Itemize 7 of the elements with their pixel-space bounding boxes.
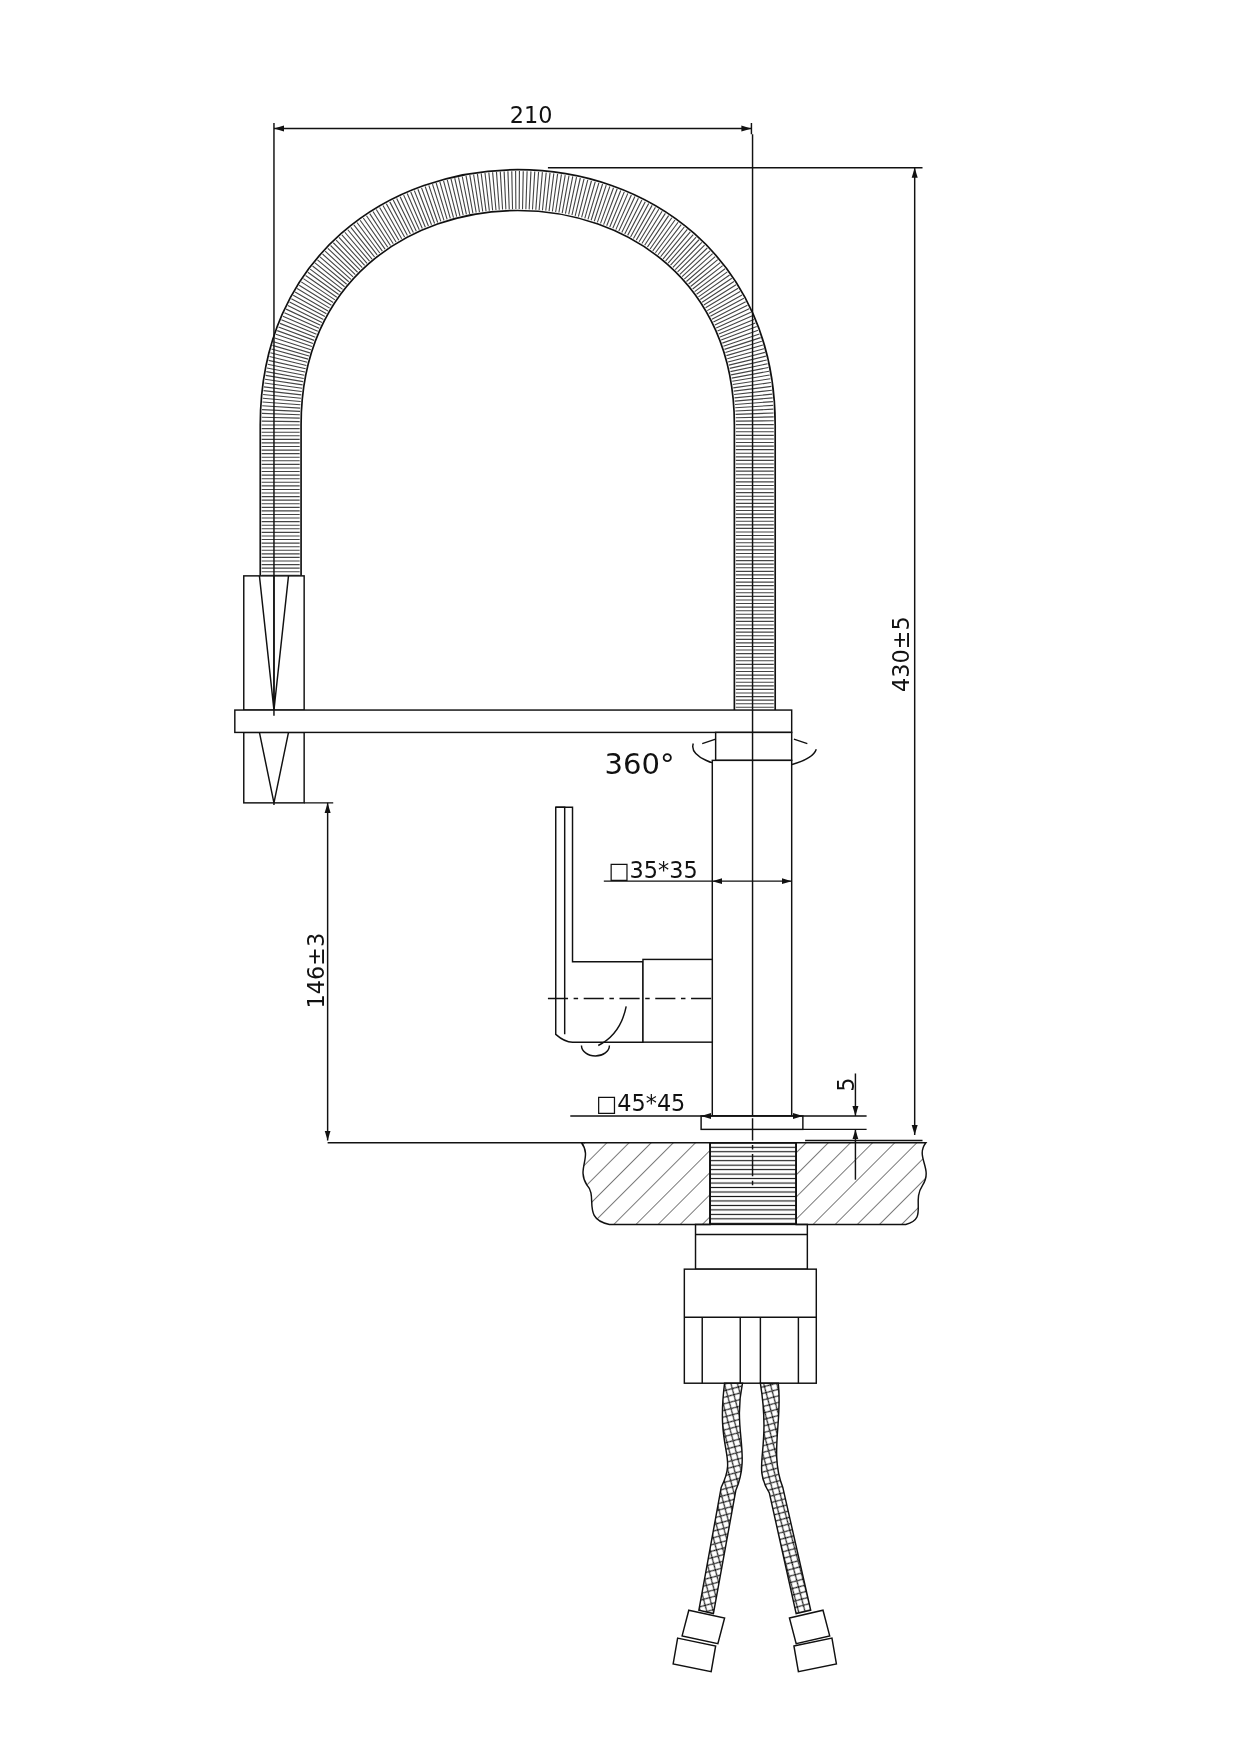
rotation-label: 360° <box>604 749 675 779</box>
dimension-label: □35*35 <box>608 858 698 882</box>
dimension-label: 5 <box>835 1077 858 1092</box>
dimension-label: 430±5 <box>890 616 913 692</box>
dimension-label: 146±3 <box>305 932 328 1009</box>
dimension-label: 210 <box>509 104 553 127</box>
dimension-label: □45*45 <box>596 1092 686 1115</box>
